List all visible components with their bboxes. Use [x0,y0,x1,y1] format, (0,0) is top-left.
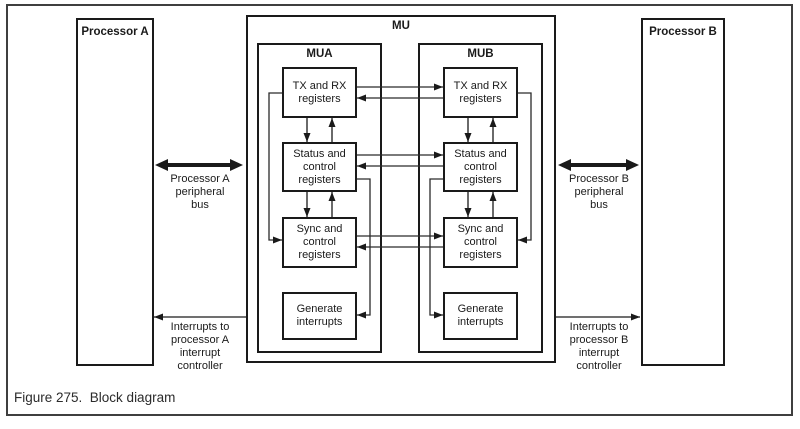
figure-caption: Figure 275. Block diagram [14,390,176,405]
mu-title: MU [392,20,410,32]
mua-sync-control-registers-label: Sync and control registers [296,223,343,261]
mub-title: MUB [467,48,494,60]
mua-status-control-registers-block: Status and control registers [282,142,357,192]
mua-generate-interrupts-label: Generate interrupts [296,303,343,328]
interrupt-b-label: Interrupts to processor B interrupt cont… [569,321,629,372]
mub-generate-interrupts-block: Generate interrupts [443,292,518,340]
processor-a-title: Processor A [81,26,149,38]
mua-sync-control-registers-block: Sync and control registers [282,217,357,268]
processor-b-box: Processor B [641,18,725,366]
mua-tx-rx-registers-block: TX and RX registers [282,67,357,118]
mub-status-control-registers-label: Status and control registers [454,147,507,186]
mub-status-control-registers-block: Status and control registers [443,142,518,192]
bus-b-label: Processor B peripheral bus [569,173,629,211]
mua-status-control-registers-label: Status and control registers [293,147,346,186]
bus-a-label: Processor A peripheral bus [170,173,230,211]
processor-b-title: Processor B [649,26,717,38]
mub-generate-interrupts-label: Generate interrupts [457,303,504,328]
processor-a-box: Processor A [76,18,154,366]
mub-sync-control-registers-block: Sync and control registers [443,217,518,268]
interrupt-a-label: Interrupts to processor A interrupt cont… [170,321,230,372]
mub-sync-control-registers-label: Sync and control registers [457,223,504,261]
mub-tx-rx-registers-label: TX and RX registers [453,79,508,105]
mub-tx-rx-registers-block: TX and RX registers [443,67,518,118]
mua-tx-rx-registers-label: TX and RX registers [292,79,347,105]
mua-generate-interrupts-block: Generate interrupts [282,292,357,340]
mua-title: MUA [306,48,333,60]
